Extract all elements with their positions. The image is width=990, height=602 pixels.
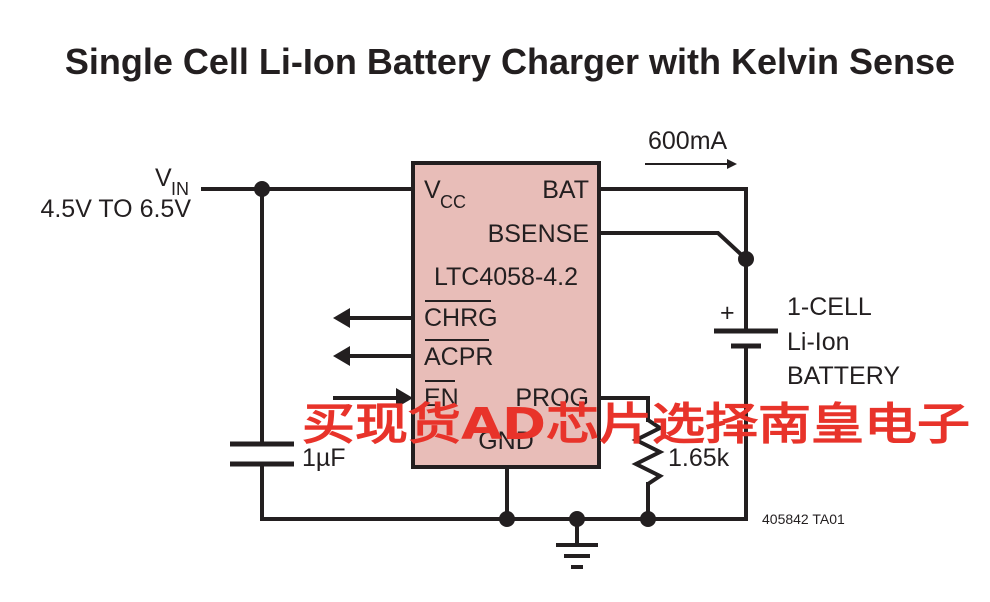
prog-resistor <box>631 418 665 486</box>
resistor-value: 1.65k <box>668 444 730 472</box>
pin-chrg-label: CHRG <box>424 304 498 332</box>
vin-label: V <box>155 164 172 192</box>
prog-wire <box>597 396 650 422</box>
pin-prog-label: PROG <box>515 384 589 412</box>
battery-label-line2: Li-Ion <box>787 328 850 356</box>
pin-acpr-label: ACPR <box>424 343 493 371</box>
acpr-arrowhead <box>333 346 350 366</box>
battery-label-line1: 1-CELL <box>787 293 872 321</box>
battery-plus-sign: + <box>720 299 735 327</box>
watermark-text: 买现货AD芯片选择南皇电子 <box>302 399 970 450</box>
pin-en-label: EN <box>424 384 459 412</box>
vin-range-label: 4.5V TO 6.5V <box>40 195 191 223</box>
pin-bat-label: BAT <box>542 176 589 204</box>
pin-vcc-subscript: CC <box>440 192 466 212</box>
battery-label-line3: BATTERY <box>787 362 900 390</box>
vin-subscript: IN <box>171 179 189 199</box>
figure-reference: 405842 TA01 <box>762 511 845 527</box>
chrg-arrowhead <box>333 308 350 328</box>
en-arrowhead <box>396 388 413 408</box>
current-label: 600mA <box>648 127 728 155</box>
pin-vcc-label: V <box>424 176 441 204</box>
pin-bsense-label: BSENSE <box>488 220 589 248</box>
ic-part-number: LTC4058-4.2 <box>434 263 578 291</box>
capacitor-value: 1µF <box>302 444 346 472</box>
ground-symbol <box>556 517 598 569</box>
pin-gnd-label: GND <box>478 427 534 455</box>
ic-body <box>411 161 601 469</box>
diagram-title: Single Cell Li-Ion Battery Charger with … <box>65 41 955 82</box>
gnd-pin-junction <box>499 511 515 527</box>
bsense-wire <box>597 231 749 262</box>
